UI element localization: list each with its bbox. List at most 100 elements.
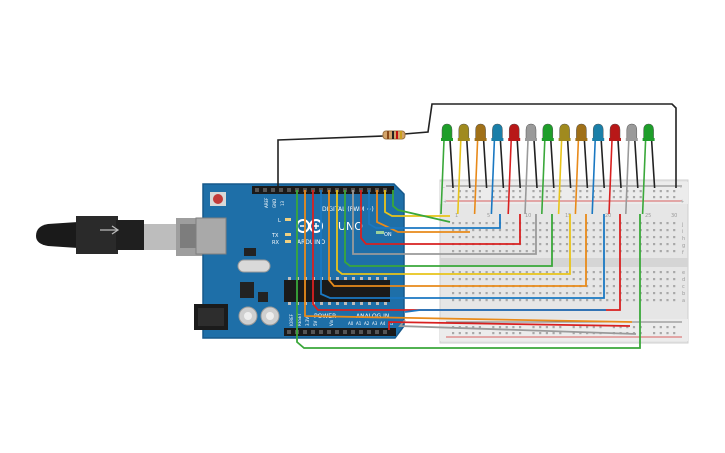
- led[interactable]: [525, 123, 537, 141]
- breadboard-hole: [532, 250, 535, 253]
- breadboard-hole: [599, 299, 602, 302]
- breadboard-hole: [653, 196, 656, 199]
- breadboard-hole: [498, 196, 502, 199]
- breadboard-hole: [472, 326, 475, 329]
- breadboard-hole: [519, 250, 522, 253]
- breadboard-hole: [472, 299, 475, 302]
- breadboard-hole: [452, 190, 455, 193]
- breadboard-hole: [458, 292, 461, 295]
- led-base: [592, 138, 605, 141]
- breadboard-hole: [579, 299, 582, 302]
- breadboard-hole: [572, 196, 575, 199]
- led-lead: [516, 139, 521, 189]
- wire-blue[interactable]: [368, 190, 501, 229]
- ioref-label: IOREF: [289, 313, 294, 326]
- breadboard-hole: [498, 229, 502, 232]
- breadboard-hole: [532, 292, 535, 295]
- breadboard-hole: [452, 278, 455, 281]
- breadboard-hole: [659, 299, 662, 302]
- breadboard-hole: [612, 236, 615, 239]
- wire-red[interactable]: [388, 321, 631, 330]
- breadboard-hole: [572, 278, 575, 281]
- breadboard-hole: [465, 271, 468, 274]
- breadboard-hole: [498, 250, 502, 253]
- breadboard-hole: [586, 243, 589, 246]
- breadboard-hole: [572, 271, 575, 274]
- led[interactable]: [576, 123, 587, 141]
- resistor[interactable]: [382, 130, 406, 140]
- analog-pin-label: A3: [372, 321, 378, 326]
- wire-orange[interactable]: [304, 190, 633, 323]
- breadboard-hole: [539, 250, 542, 253]
- led[interactable]: [609, 123, 621, 141]
- breadboard-hole: [545, 292, 548, 295]
- led[interactable]: [626, 123, 638, 141]
- signal-wires: [296, 190, 641, 349]
- breadboard-hole: [465, 332, 468, 335]
- breadboard-hole: [452, 299, 455, 302]
- breadboard-hole: [606, 299, 609, 302]
- led[interactable]: [643, 123, 654, 141]
- breadboard-hole: [646, 243, 649, 246]
- breadboard-hole: [559, 326, 562, 329]
- breadboard-hole: [458, 299, 461, 302]
- breadboard-hole: [606, 271, 609, 274]
- wire-blue[interactable]: [404, 309, 606, 313]
- wire-orange[interactable]: [328, 190, 587, 287]
- wire-blue[interactable]: [320, 190, 605, 299]
- led[interactable]: [559, 123, 570, 141]
- led-lead: [449, 139, 454, 189]
- board-brand-label: ARDUINO: [297, 239, 326, 246]
- arduino-uno-board[interactable]: ARDUINO UNO DIGITAL (PWM ~) POWER ANALOG…: [194, 183, 405, 339]
- breadboard-hole: [485, 236, 488, 239]
- analog-pin-label: A0: [348, 321, 354, 326]
- led[interactable]: [458, 123, 470, 141]
- led[interactable]: [475, 123, 486, 141]
- wire-yellow[interactable]: [336, 190, 571, 275]
- column-number: 25: [645, 213, 651, 219]
- breadboard-hole: [673, 236, 676, 239]
- wire-red[interactable]: [312, 190, 621, 311]
- breadboard-hole: [525, 250, 528, 253]
- rail-minus-label: -: [443, 185, 445, 191]
- breadboard-hole: [572, 190, 575, 193]
- wire-green[interactable]: [344, 190, 553, 267]
- wire-green[interactable]: [392, 190, 451, 223]
- breadboard-hole: [498, 278, 502, 281]
- breadboard-hole: [673, 190, 676, 193]
- led-base: [575, 138, 588, 141]
- led-base: [558, 138, 571, 141]
- led-lead: [650, 139, 656, 189]
- breadboard-hole: [525, 292, 528, 295]
- breadboard-hole: [632, 292, 636, 295]
- breadboard-hole: [586, 236, 589, 239]
- wire-green[interactable]: [296, 190, 641, 349]
- breadboard-hole: [532, 278, 535, 281]
- breadboard-hole: [612, 250, 615, 253]
- wire-red[interactable]: [360, 190, 521, 245]
- breadboard-hole: [492, 190, 495, 193]
- wire-gray[interactable]: [352, 190, 537, 255]
- breadboard-hole: [565, 250, 569, 253]
- wire-orange[interactable]: [376, 190, 470, 233]
- breadboard-hole: [478, 250, 481, 253]
- breadboard-hole: [492, 222, 495, 225]
- breadboard-hole: [612, 222, 615, 225]
- breadboard-hole: [586, 271, 589, 274]
- breadboard-hole: [458, 229, 461, 232]
- analog-pin-label: A5: [388, 321, 394, 326]
- led[interactable]: [492, 123, 503, 141]
- breadboard-hole: [653, 278, 656, 281]
- led[interactable]: [441, 123, 453, 141]
- breadboard-hole: [485, 292, 488, 295]
- vin-label: Vin: [329, 319, 334, 326]
- breadboard-hole: [525, 222, 528, 225]
- breadboard-hole: [498, 326, 502, 329]
- breadboard-hole: [458, 326, 461, 329]
- led[interactable]: [592, 123, 604, 141]
- row-letter: e: [682, 270, 685, 276]
- led[interactable]: [542, 123, 554, 141]
- led[interactable]: [508, 123, 520, 141]
- ground-wire[interactable]: [277, 103, 677, 188]
- breadboard-hole: [626, 271, 629, 274]
